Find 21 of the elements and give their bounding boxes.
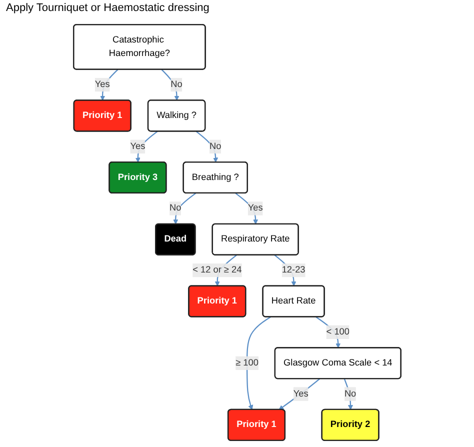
arrow [246,316,271,410]
edge-label: Yes [293,388,308,399]
edge-label: ≥ 100 [235,358,258,368]
edge-label: No [344,388,356,399]
edge-label: Yes [94,80,110,90]
note-text: Apply Tourniquet or Haemostatic dressing [6,2,210,14]
arrow [344,378,353,410]
arrow [172,192,196,224]
arrow [278,378,320,410]
edge-label: < 12 or ≥ 24 [192,265,242,275]
arrow [135,130,158,163]
edge-label: < 100 [326,327,350,337]
arrow [315,316,340,348]
edge-label: 12-23 [282,265,306,275]
arrow [196,130,218,163]
edge-label: No [169,203,182,214]
edge-label: Yes [248,203,263,214]
arrow [100,69,118,101]
edge-label: No [170,80,182,90]
edge-label: No [209,141,221,152]
edge-label: Yes [130,141,145,152]
